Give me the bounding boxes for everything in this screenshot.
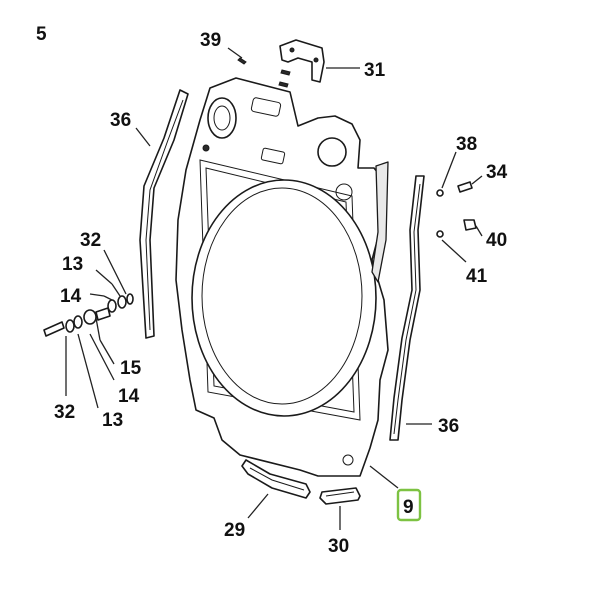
top-bracket (279, 39, 325, 83)
callout-30[interactable]: 30 (328, 536, 349, 557)
callout-9[interactable]: 9 (403, 497, 414, 518)
callout-36-right[interactable]: 36 (438, 416, 459, 437)
callout-34[interactable]: 34 (486, 162, 508, 183)
callout-14-top[interactable]: 14 (60, 286, 82, 307)
callout-9-highlight (396, 488, 422, 522)
callout-29[interactable]: 29 (224, 520, 245, 541)
callout-13-top[interactable]: 13 (62, 254, 83, 275)
callout-40[interactable]: 40 (486, 230, 507, 251)
callout-39[interactable]: 39 (200, 30, 221, 51)
screw-set-39 (237, 57, 291, 88)
left-hardware-stack (43, 293, 134, 337)
callout-36-top[interactable]: 36 (110, 110, 131, 131)
callout-38[interactable]: 38 (456, 134, 477, 155)
left-seal-strip (139, 89, 189, 339)
callout-31[interactable]: 31 (364, 60, 386, 81)
callout-41[interactable]: 41 (466, 266, 488, 287)
fan-shroud-panel (175, 77, 389, 477)
callout-32-bottom[interactable]: 32 (54, 402, 75, 423)
callout-15[interactable]: 15 (120, 358, 142, 379)
right-hardware (436, 181, 477, 238)
callout-32-top[interactable]: 32 (80, 230, 101, 251)
leader-lines (65, 47, 483, 530)
callout-14-bottom[interactable]: 14 (118, 386, 140, 407)
right-seal-strip (389, 175, 425, 441)
corner-mark: 5 (36, 24, 47, 45)
callout-13-bottom[interactable]: 13 (102, 410, 123, 431)
bottom-seal-30 (319, 487, 361, 505)
bottom-seal-29 (241, 459, 311, 499)
